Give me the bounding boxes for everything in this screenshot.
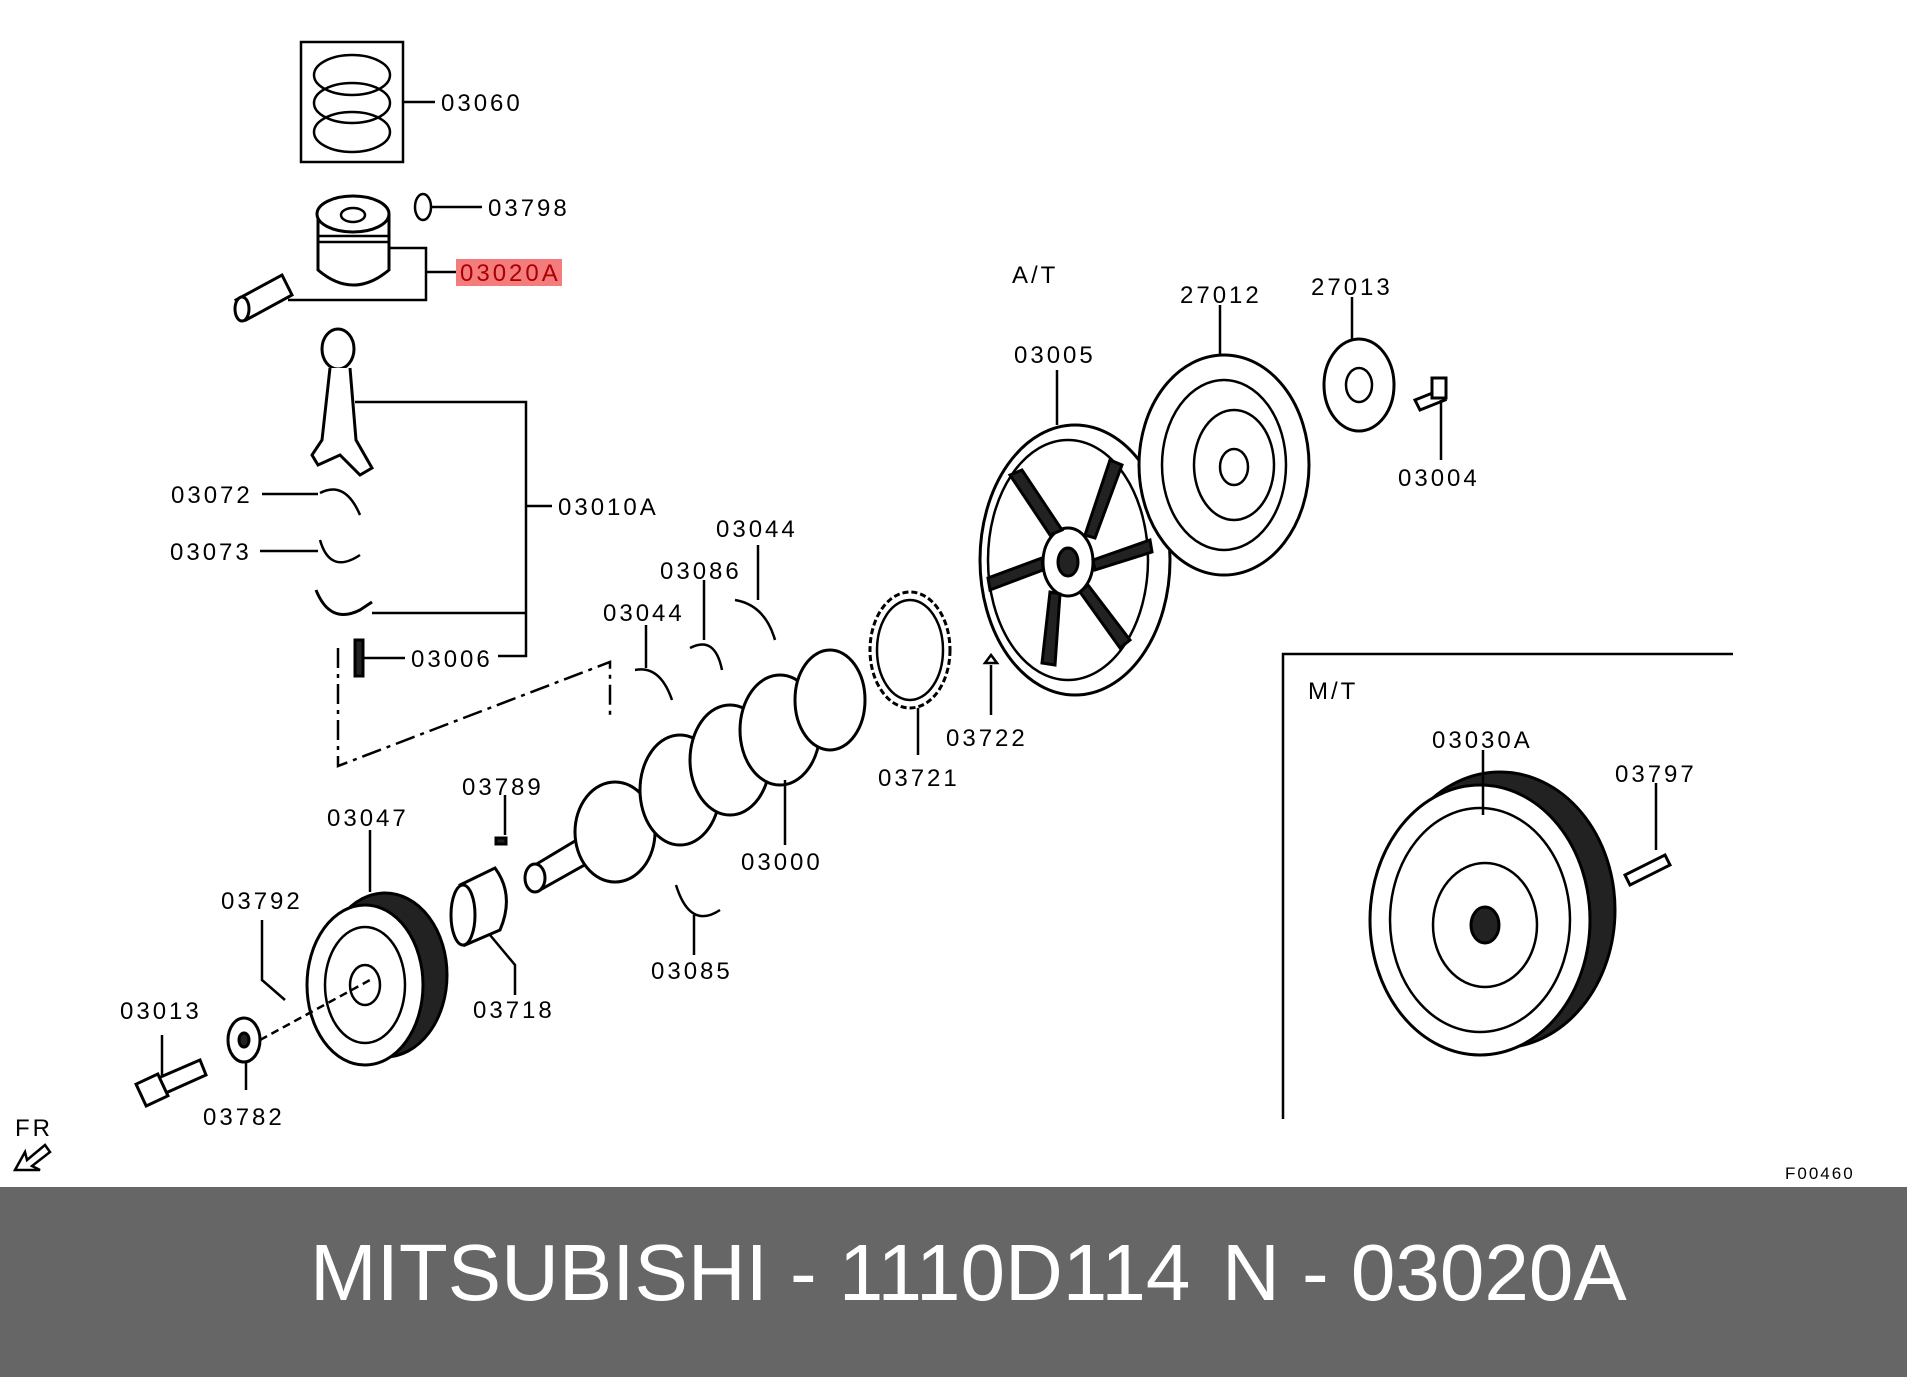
part-label[interactable]: 03721 (878, 765, 960, 792)
part-label[interactable]: 03085 (651, 958, 733, 985)
part-label[interactable]: 03073 (170, 539, 252, 566)
part-label[interactable]: 03004 (1398, 465, 1480, 492)
crank-pulley-drawing (134, 795, 517, 1108)
footer-reference-number: N - 03020A (1222, 1228, 1627, 1317)
piston-rings-drawing (299, 40, 435, 164)
part-label[interactable]: 03000 (741, 849, 823, 876)
piston-drawing (233, 192, 482, 323)
part-label[interactable]: 03006 (411, 646, 493, 673)
exploded-parts-diagram: 03060 03798 03020A 03010A 03072 03073 03… (12, 40, 1855, 1183)
footer-bar: MITSUBISHI - 1110D114 N - 03020A (0, 1187, 1907, 1377)
crankshaft-drawing (523, 648, 867, 894)
section-label-at: A/T (1012, 262, 1058, 289)
manual-transmission-inset (1281, 652, 1733, 1119)
connecting-rod-drawing (260, 327, 612, 768)
part-label[interactable]: 27013 (1311, 274, 1393, 301)
plate-washer-drawing (1322, 297, 1448, 460)
part-label[interactable]: 03789 (462, 774, 544, 801)
part-labels: 03060 03798 03020A 03010A 03072 03073 03… (15, 90, 1855, 1183)
part-label[interactable]: 03047 (327, 805, 409, 832)
part-label[interactable]: 03044 (716, 516, 798, 543)
bearing-shells-drawing (634, 545, 777, 955)
part-label[interactable]: 03086 (660, 558, 742, 585)
part-label[interactable]: 03072 (171, 482, 253, 509)
part-label[interactable]: 03722 (946, 725, 1028, 752)
part-label-highlighted[interactable]: 03020A (460, 260, 561, 287)
front-direction-label: FR (15, 1115, 53, 1142)
part-label[interactable]: 03798 (488, 195, 570, 222)
part-label[interactable]: 03060 (441, 90, 523, 117)
front-direction-arrow-icon (12, 1143, 52, 1172)
figure-code: F00460 (1785, 1164, 1855, 1183)
part-label[interactable]: 03044 (603, 600, 685, 627)
section-label-mt: M/T (1308, 678, 1358, 705)
part-label[interactable]: 03013 (120, 998, 202, 1025)
signal-plate-drawing (868, 590, 1000, 755)
part-label[interactable]: 03010A (558, 494, 659, 521)
part-label[interactable]: 03718 (473, 997, 555, 1024)
part-label[interactable]: 03030A (1432, 727, 1533, 754)
adapter-plate-drawing (1137, 305, 1311, 577)
part-label[interactable]: 03782 (203, 1104, 285, 1131)
part-label[interactable]: 27012 (1180, 282, 1262, 309)
part-label[interactable]: 03792 (221, 888, 303, 915)
highlight-box (456, 259, 562, 286)
part-label[interactable]: 03005 (1014, 342, 1096, 369)
drive-plate-drawing (978, 370, 1172, 697)
footer-brand-part-number: MITSUBISHI - 1110D114 (310, 1228, 1191, 1317)
part-label[interactable]: 03797 (1615, 761, 1697, 788)
